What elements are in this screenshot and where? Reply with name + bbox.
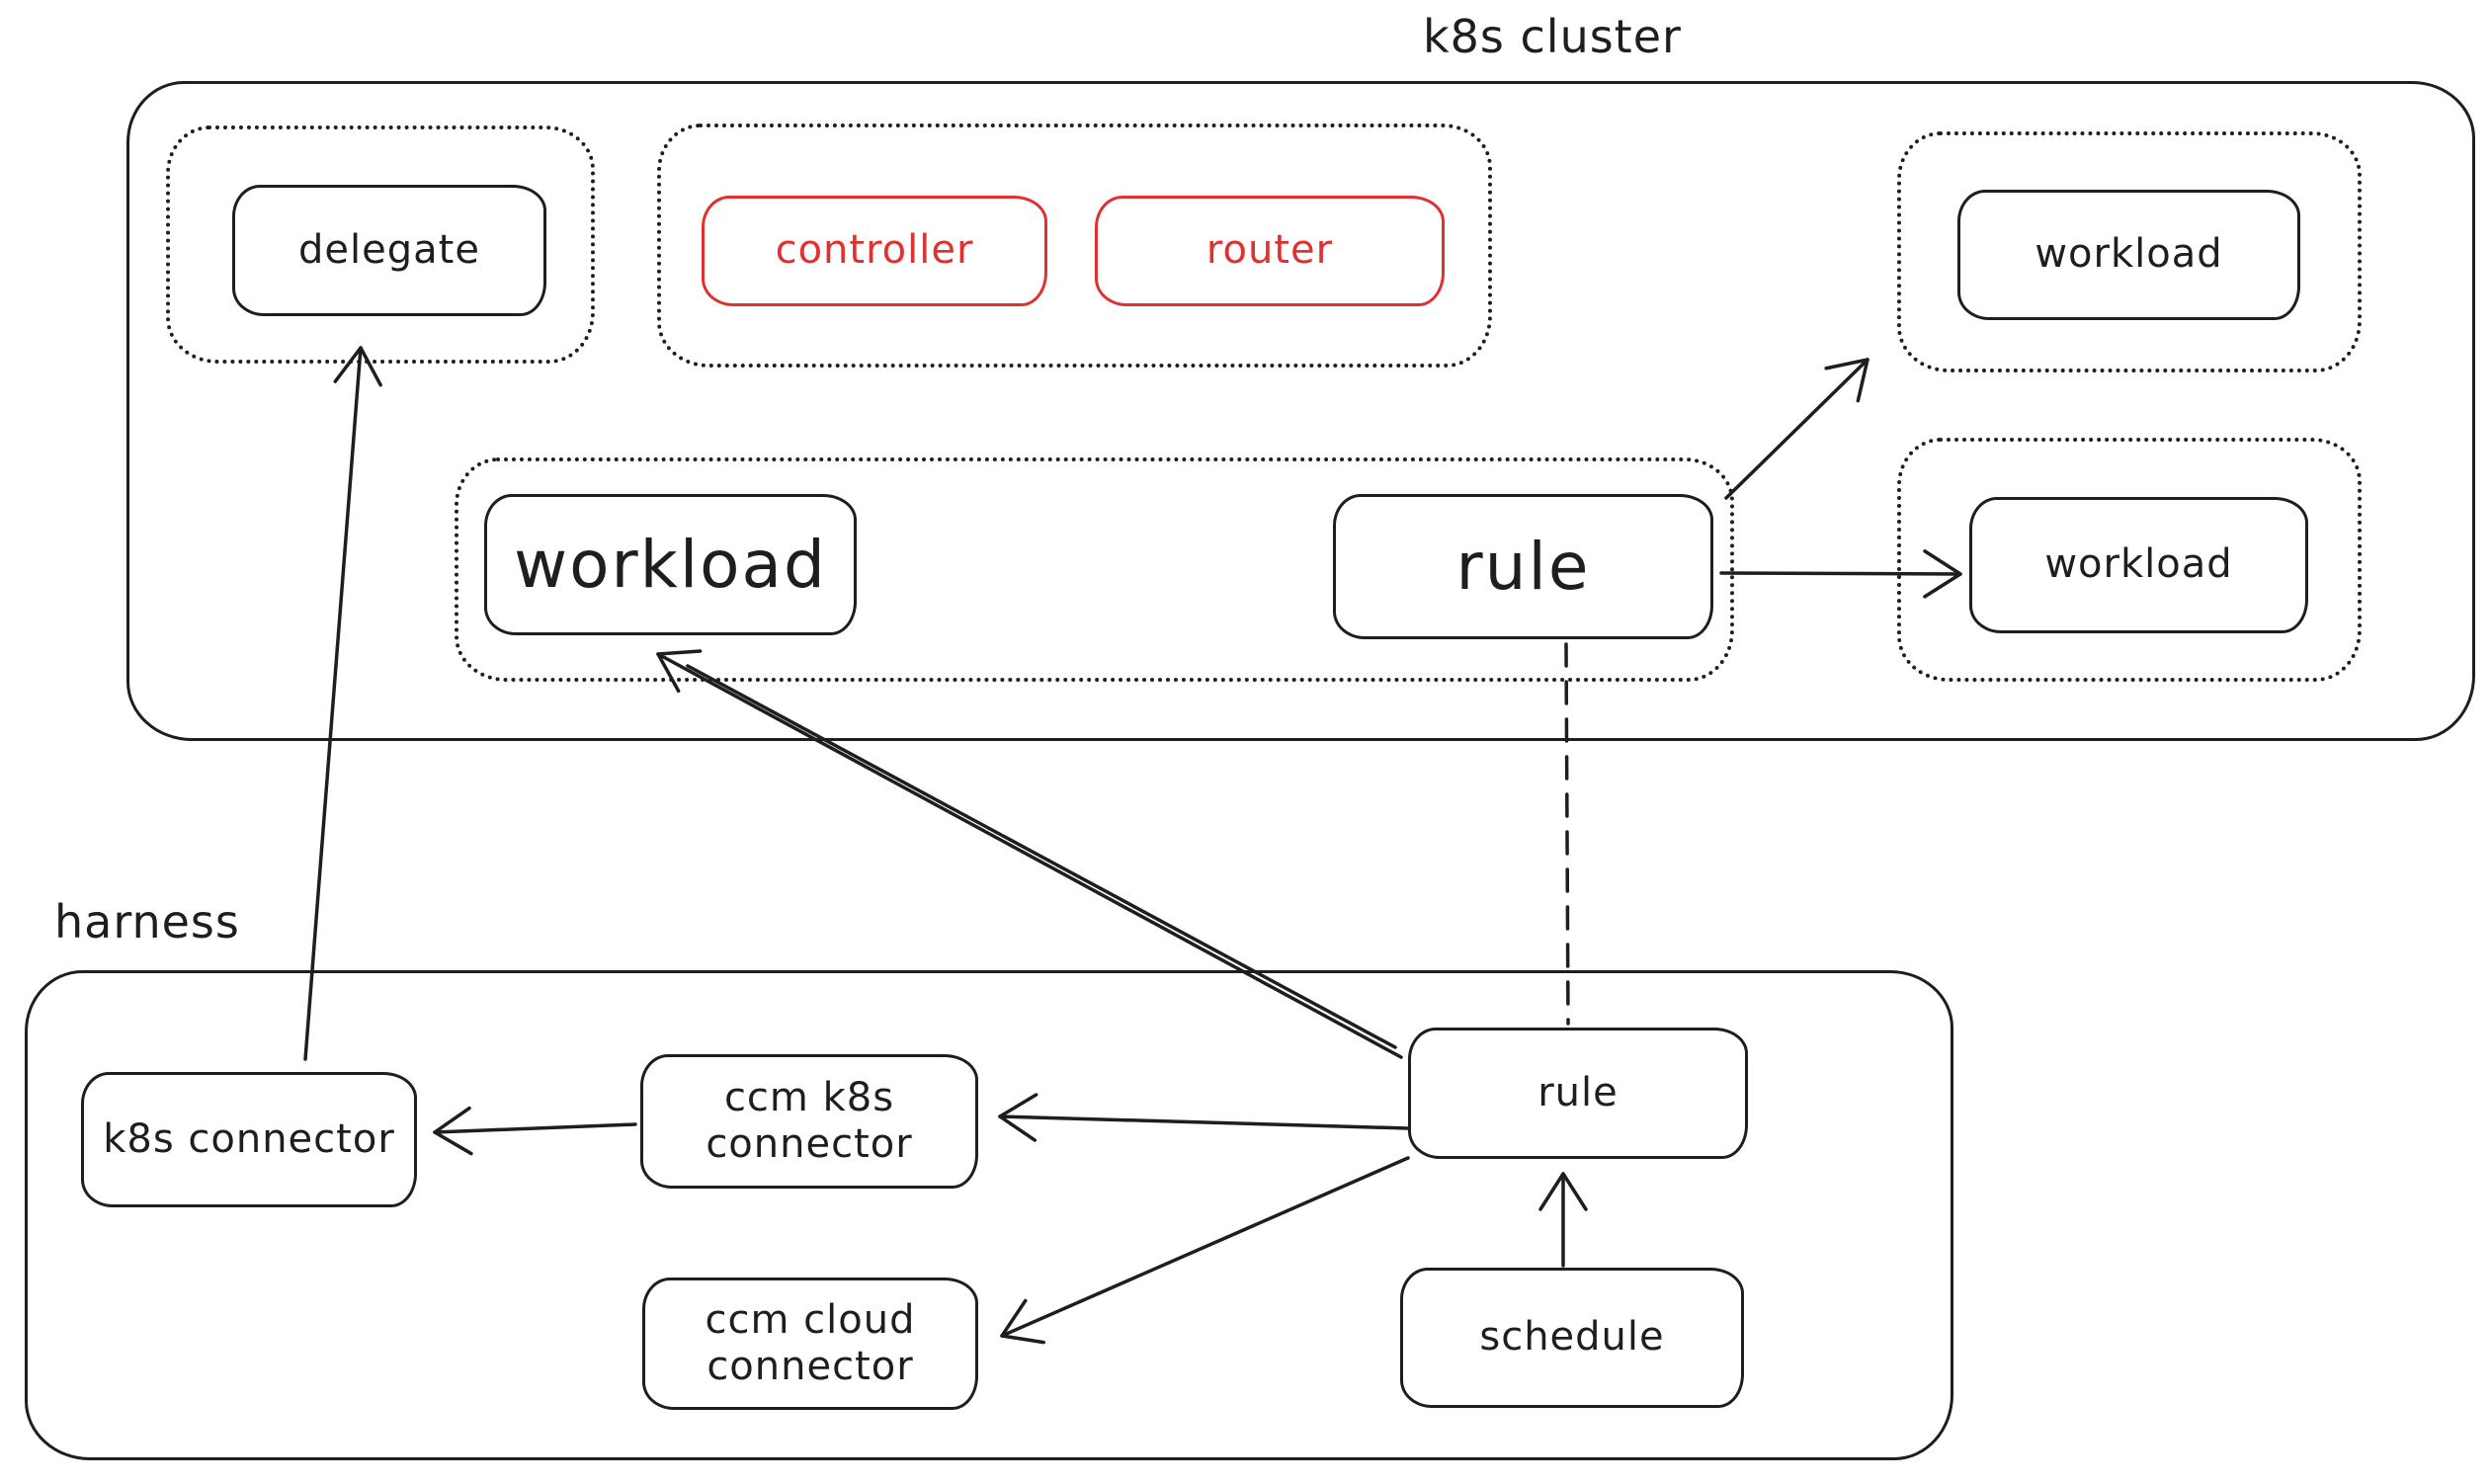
node-ccm-cloud-connector: ccm cloud connector [642, 1278, 978, 1410]
node-router: router [1095, 196, 1445, 306]
node-workload-main: workload [484, 494, 857, 635]
node-ccm-cloud-connector-label: ccm cloud connector [705, 1296, 916, 1389]
node-workload-top-right-label: workload [2034, 231, 2223, 278]
node-schedule: schedule [1400, 1268, 1744, 1408]
node-workload-bottom-right-label: workload [2044, 541, 2233, 588]
node-workload-top-right: workload [1957, 190, 2300, 320]
node-workload-main-label: workload [514, 526, 827, 603]
workload-top-right-group [1897, 131, 2362, 372]
node-rule-harness-label: rule [1537, 1069, 1619, 1115]
k8s-cluster-label: k8s cluster [1423, 10, 1682, 63]
node-ccm-k8s-connector: ccm k8s connector [640, 1054, 978, 1189]
node-controller-label: controller [775, 227, 974, 274]
node-rule-main-label: rule [1455, 528, 1591, 605]
node-delegate-label: delegate [298, 226, 480, 273]
node-schedule-label: schedule [1479, 1314, 1665, 1360]
node-k8s-connector: k8s connector [81, 1072, 417, 1207]
node-delegate: delegate [232, 185, 546, 316]
node-router-label: router [1205, 227, 1334, 274]
node-rule-main: rule [1333, 494, 1713, 639]
node-k8s-connector-label: k8s connector [103, 1115, 395, 1162]
node-ccm-k8s-connector-label: ccm k8s connector [706, 1074, 913, 1167]
node-rule-harness: rule [1408, 1028, 1748, 1159]
workload-bottom-right-group [1897, 438, 2362, 682]
node-workload-bottom-right: workload [1969, 497, 2308, 633]
node-controller: controller [702, 196, 1047, 306]
controller-router-group [657, 124, 1492, 368]
harness-label: harness [54, 895, 240, 948]
